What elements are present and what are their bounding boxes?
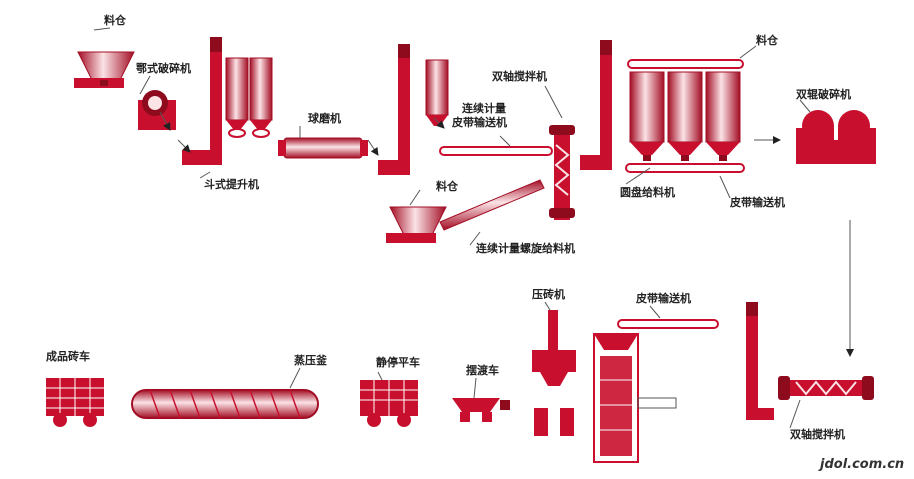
twin-silo-1 (225, 57, 273, 138)
bucket-elevator-1 (182, 37, 222, 165)
label-brick-press: 压砖机 (532, 287, 565, 301)
label-static-cart: 静停平车 (376, 355, 420, 369)
label-belt-conveyor-2: 皮带输送机 (635, 291, 691, 305)
flow-arrows (159, 111, 854, 357)
screw-feeder (439, 179, 545, 231)
label-hopper-2: 料仓 (436, 179, 459, 193)
silo-top-belt (627, 59, 744, 69)
press-feed-tower (593, 333, 677, 463)
label-autoclave: 蒸压釜 (294, 353, 328, 367)
hopper-1 (74, 51, 135, 88)
twin-shaft-mixer-2 (778, 376, 874, 400)
watermark: jdol.com.cn (818, 457, 904, 472)
double-roll-crusher (796, 110, 876, 164)
static-cart (360, 380, 418, 427)
label-double-roll-crusher: 双辊破碎机 (796, 87, 851, 101)
bucket-elevator-3 (580, 40, 612, 170)
label-belt-conveyor-1: 皮带输送机 (729, 195, 785, 209)
ferry-cart (452, 398, 510, 422)
bucket-elevator-2 (378, 44, 410, 175)
brick-press (532, 310, 576, 436)
label-hopper-1: 料仓 (104, 13, 127, 27)
label-weigh-belt-conveyor: 连续计量 皮带输送机 (451, 101, 510, 129)
label-finished-cart: 成品砖车 (46, 349, 90, 363)
small-silo (425, 59, 449, 126)
bucket-elevator-4 (746, 302, 774, 420)
ball-mill (278, 137, 368, 159)
triple-silo (629, 71, 741, 161)
label-ferry-cart: 摆渡车 (466, 363, 499, 377)
label-screw-feeder: 连续计量螺旋给料机 (476, 241, 575, 255)
label-ball-mill: 球磨机 (308, 111, 341, 125)
label-disc-feeder: 圆盘给料机 (620, 185, 675, 199)
jaw-crusher (138, 90, 176, 130)
belt-conveyor-2 (617, 319, 719, 329)
label-jaw-crusher: 鄂式破碎机 (136, 61, 191, 75)
label-twin-shaft-mixer-1: 双轴搅拌机 (492, 69, 547, 83)
finished-brick-cart (46, 378, 104, 427)
label-weigh-belt-line-1: 连续计量 (462, 101, 506, 115)
label-bucket-elevator: 斗式提升机 (204, 177, 259, 191)
twin-shaft-mixer-1 (549, 125, 575, 220)
weigh-belt-conveyor (439, 146, 553, 156)
label-twin-shaft-mixer-2: 双轴搅拌机 (790, 427, 845, 441)
label-weigh-belt-line-2: 皮带输送机 (451, 115, 507, 129)
hopper-2 (386, 206, 447, 243)
belt-conveyor-1 (625, 163, 745, 173)
leader-lines (93, 27, 811, 429)
autoclave (131, 389, 319, 419)
label-silo-top: 料仓 (756, 33, 779, 47)
